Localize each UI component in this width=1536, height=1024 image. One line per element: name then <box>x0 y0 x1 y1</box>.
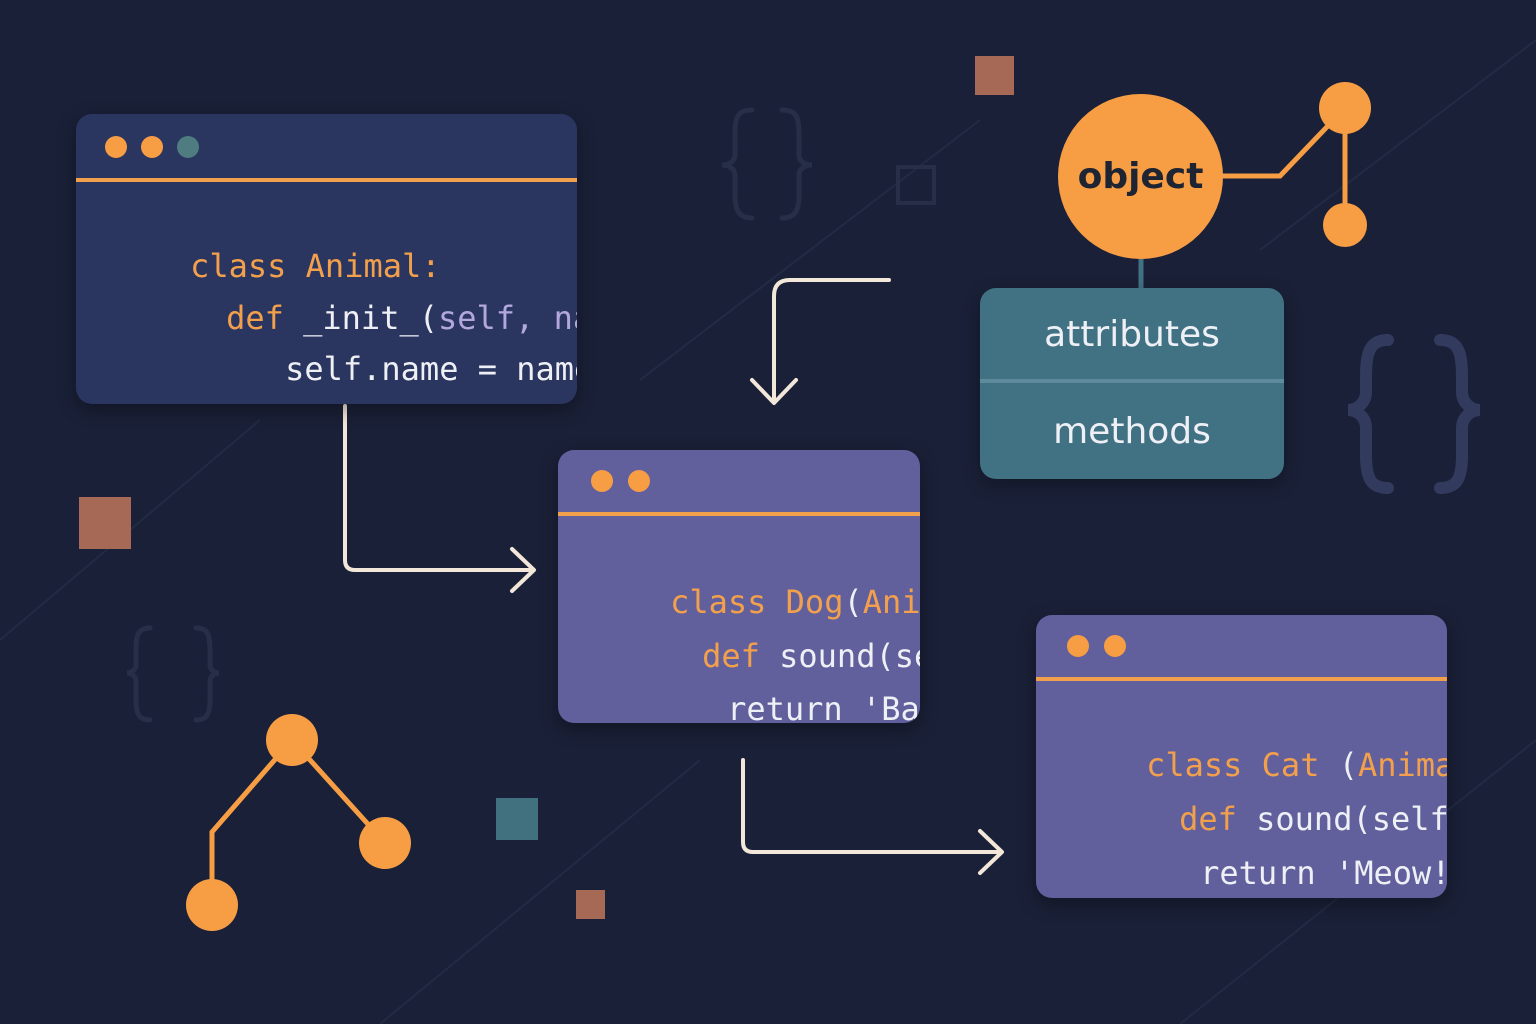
code-line: return 'Meow!' <box>1123 819 1447 898</box>
code-line: class Dog(Animal): <box>593 548 920 656</box>
paren: ( <box>843 583 863 621</box>
window-titlebar <box>1036 615 1447 681</box>
object-label: object <box>1077 156 1204 197</box>
deco-square-outline <box>896 165 936 205</box>
keyword: class <box>1146 746 1243 784</box>
window-dot-icon[interactable] <box>1067 635 1089 657</box>
code-line: class Cat (Animal): <box>1069 711 1447 819</box>
paren: ( <box>1338 746 1358 784</box>
object-members-box: attributes methods <box>980 288 1284 479</box>
window-dot-icon[interactable] <box>177 136 199 158</box>
arrow-icon <box>741 758 1004 875</box>
object-graph-connectors <box>1138 82 1371 290</box>
code-line: return 'Bark!' <box>650 655 920 723</box>
window-titlebar <box>76 114 577 182</box>
curly-braces-icon <box>126 625 220 723</box>
class-name: Animal: <box>305 247 441 285</box>
statement: self.name = name <box>285 350 577 388</box>
statement: return 'Bark!' <box>727 690 920 723</box>
curly-braces-icon <box>1347 334 1481 494</box>
deco-square-teal <box>496 798 538 840</box>
code-line: def _init_(self, name) <box>149 264 577 372</box>
background-diagonal-lines <box>0 39 1536 1024</box>
members-divider <box>980 379 1284 383</box>
code-window-dog: class Dog(Animal): def sound(self): retu… <box>558 450 920 723</box>
parameter: self, <box>437 299 535 337</box>
keyword: class <box>670 583 767 621</box>
class-name: Cat <box>1261 746 1320 784</box>
code-line: def sound(self): <box>625 602 920 710</box>
keyword: class <box>190 247 287 285</box>
window-dot-icon[interactable] <box>105 136 127 158</box>
deco-square-left <box>79 497 131 549</box>
code-line: self.name = name <box>208 315 577 404</box>
methods-row: methods <box>1053 411 1211 452</box>
parent-class: Animal <box>862 583 920 621</box>
class-name: Dog <box>785 583 844 621</box>
window-dot-icon[interactable] <box>141 136 163 158</box>
parameter: name <box>553 299 577 337</box>
code-window-animal: class Animal: def _init_(self, name) sel… <box>76 114 577 404</box>
keyword: def <box>226 299 284 337</box>
parent-class: Animal <box>1357 746 1447 784</box>
attributes-row: attributes <box>1044 314 1220 355</box>
tree-graph-icon <box>186 714 411 931</box>
deco-square-top <box>975 56 1014 95</box>
arrow-icon <box>343 404 536 593</box>
arrow-icon <box>750 278 891 405</box>
code-window-cat: class Cat (Animal): def sound(self): ret… <box>1036 615 1447 898</box>
object-node: object <box>1058 94 1223 259</box>
window-dot-icon[interactable] <box>1104 635 1126 657</box>
statement: return 'Meow!' <box>1200 854 1447 892</box>
curly-braces-icon <box>721 107 813 221</box>
method-signature: sound(self): <box>779 637 920 675</box>
deco-square-bottom <box>576 890 605 919</box>
window-titlebar <box>558 450 920 516</box>
window-dot-icon[interactable] <box>591 470 613 492</box>
code-line: def sound(self): <box>1102 765 1447 873</box>
function-name: _init_( <box>303 299 438 337</box>
keyword: def <box>1179 800 1237 838</box>
keyword: def <box>702 637 760 675</box>
code-line: class Animal: <box>113 212 441 320</box>
method-signature: sound(self): <box>1256 800 1447 838</box>
window-dot-icon[interactable] <box>628 470 650 492</box>
